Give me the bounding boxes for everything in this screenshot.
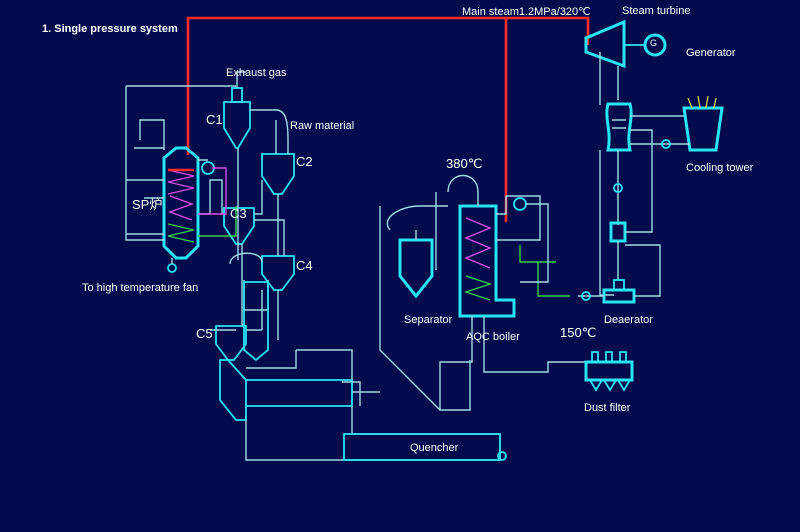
to-fan-label: To high temperature fan [82,282,199,294]
raw-material-label: Raw material [290,120,355,132]
feed-pump [581,291,591,301]
deaerator-label: Deaerator [604,314,653,326]
quencher-box [343,433,501,461]
generator-symbol: G [650,38,658,48]
quencher-label: Quencher [410,442,459,454]
exhaust-gas-label: Exhaust gas [226,67,287,79]
temp-150-label: 150℃ [560,325,597,340]
steam-turbine-label: Steam turbine [622,5,691,17]
cooling-tower-label: Cooling tower [686,162,754,174]
separator [398,238,434,299]
diagram-title: 1. Single pressure system [42,23,178,35]
c2-label: C2 [296,154,313,169]
aqc-boiler-body [458,204,516,318]
condenser [605,102,633,152]
sp-boiler-label: SP炉 [132,197,163,212]
generator-label: Generator [686,47,736,59]
aqc-boiler-label: AQC boiler [466,331,520,343]
cooling-pump [661,139,671,149]
c3-label: C3 [230,206,247,221]
main-steam-label: Main steam1.2MPa/320℃ [462,6,591,18]
dust-filter-label: Dust filter [584,402,631,414]
rotary-kiln [219,359,353,421]
cyclone-c5 [215,325,247,361]
cyclone-c4 [261,255,295,291]
cooling-tower [682,106,724,152]
main-steam-line [178,16,590,222]
c1-label: C1 [206,112,223,127]
dust-filter [584,360,634,382]
steam-turbine [584,19,626,69]
sp-boiler-body [162,146,200,260]
c5-label: C5 [196,326,213,341]
cyclone-c2 [261,153,295,195]
deaerator-tank [602,288,636,304]
aqc-drum [513,197,527,211]
cyclone-c1 [223,101,251,149]
c4-label: C4 [296,258,313,273]
temp-380-label: 380℃ [446,156,483,171]
separator-label: Separator [404,314,453,326]
calciner [243,281,269,362]
feed-heater [609,221,627,243]
